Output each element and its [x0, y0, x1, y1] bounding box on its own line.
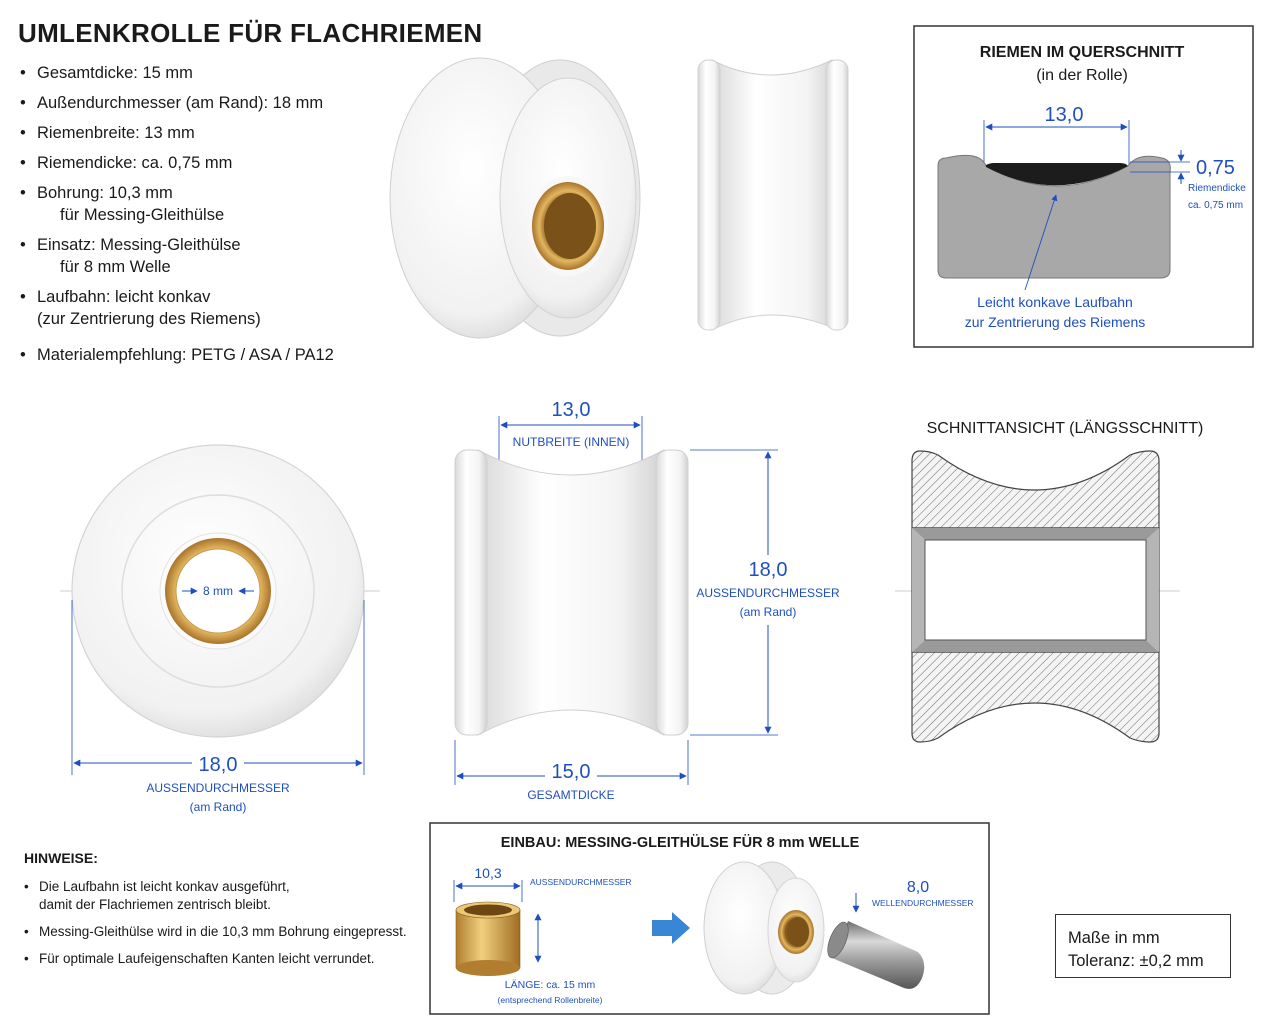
note-item: Für optimale Laufeigenschaften Kanten le… [24, 950, 424, 968]
units-line: Maße in mm [1068, 929, 1160, 947]
cross-section-title: RIEMEN IM QUERSCHNITT [980, 44, 1185, 61]
section-title: SCHNITTANSICHT (LÄNGSSCHNITT) [927, 419, 1204, 437]
front-diameter-value: 18,0 [199, 754, 238, 776]
units-box: Maße in mm Toleranz: ±0,2 mm [1055, 914, 1231, 978]
longitudinal-section-view: SCHNITTANSICHT (LÄNGSSCHNITT) [895, 419, 1204, 743]
belt [986, 163, 1128, 186]
bush-diameter-value: 10,3 [474, 865, 501, 881]
side-diameter-label: (am Rand) [740, 605, 797, 619]
bush-length-label: (entsprechend Rollenbreite) [498, 995, 603, 1005]
tolerance-line: Toleranz: ±0,2 mm [1068, 952, 1204, 970]
roller-side-view [697, 59, 849, 331]
side-diameter-label: AUSSENDURCHMESSER [696, 586, 840, 600]
groove-width-value: 13,0 [552, 399, 591, 421]
concave-note: zur Zentrierung des Riemens [965, 314, 1146, 330]
assembly-panel: EINBAU: MESSING-GLEITHÜLSE FÜR 8 mm WELL… [429, 822, 990, 1015]
bush-length-label: LÄNGE: ca. 15 mm [505, 979, 596, 991]
assembly-title: EINBAU: MESSING-GLEITHÜLSE FÜR 8 mm WELL… [501, 834, 860, 851]
notes-list: Die Laufbahn ist leicht konkav ausgeführ… [24, 878, 424, 977]
groove-width-label: NUTBREITE (INNEN) [513, 435, 630, 449]
belt-cross-section-panel: RIEMEN IM QUERSCHNITT (in der Rolle) 13,… [913, 25, 1254, 348]
concave-note: Leicht konkave Laufbahn [977, 294, 1133, 310]
belt-width-value: 13,0 [1045, 104, 1084, 126]
spec-list: Gesamtdicke: 15 mm Außendurchmesser (am … [20, 62, 380, 374]
belt-thickness-value: 0,75 [1196, 157, 1235, 179]
front-diameter-label: AUSSENDURCHMESSER [146, 781, 290, 795]
spec-item: Riemendicke: ca. 0,75 mm [20, 152, 380, 174]
thickness-label: GESAMTDICKE [527, 788, 614, 802]
roller-3d-view [389, 57, 641, 339]
spec-item: Außendurchmesser (am Rand): 18 mm [20, 92, 380, 114]
side-dimension-view: 13,0 NUTBREITE (INNEN) 18,0 AUSSENDURCHM… [454, 399, 840, 802]
side-diameter-value: 18,0 [749, 559, 788, 581]
steel-shaft [832, 921, 925, 989]
spec-item: Materialempfehlung: PETG / ASA / PA12 [20, 344, 380, 366]
spec-item: Riemenbreite: 13 mm [20, 122, 380, 144]
front-diameter-label: (am Rand) [190, 800, 247, 814]
belt-thickness-label: ca. 0,75 mm [1188, 200, 1243, 211]
page-title: UMLENKROLLE FÜR FLACHRIEMEN [18, 18, 483, 48]
bush-diameter-label: AUSSENDURCHMESSER [530, 877, 632, 887]
arrow-right-icon [652, 912, 690, 944]
shaft-diameter-value: 8,0 [907, 879, 929, 896]
thickness-value: 15,0 [552, 761, 591, 783]
notes-title: HINWEISE: [24, 850, 98, 866]
front-view: 8 mm 18,0 AUSSENDURCHMESSER (am Rand) [60, 444, 380, 814]
bore-label: 8 mm [203, 584, 233, 598]
note-item: Die Laufbahn ist leicht konkav ausgeführ… [24, 878, 424, 914]
shaft-diameter-label: WELLENDURCHMESSER [872, 898, 974, 908]
belt-thickness-label: Riemendicke [1188, 183, 1246, 194]
spec-item: Gesamtdicke: 15 mm [20, 62, 380, 84]
note-item: Messing-Gleithülse wird in die 10,3 mm B… [24, 923, 424, 941]
spec-item: Laufbahn: leicht konkav(zur Zentrierung … [20, 286, 380, 330]
brass-bush-part [455, 909, 521, 969]
cross-section-subtitle: (in der Rolle) [1036, 67, 1128, 84]
